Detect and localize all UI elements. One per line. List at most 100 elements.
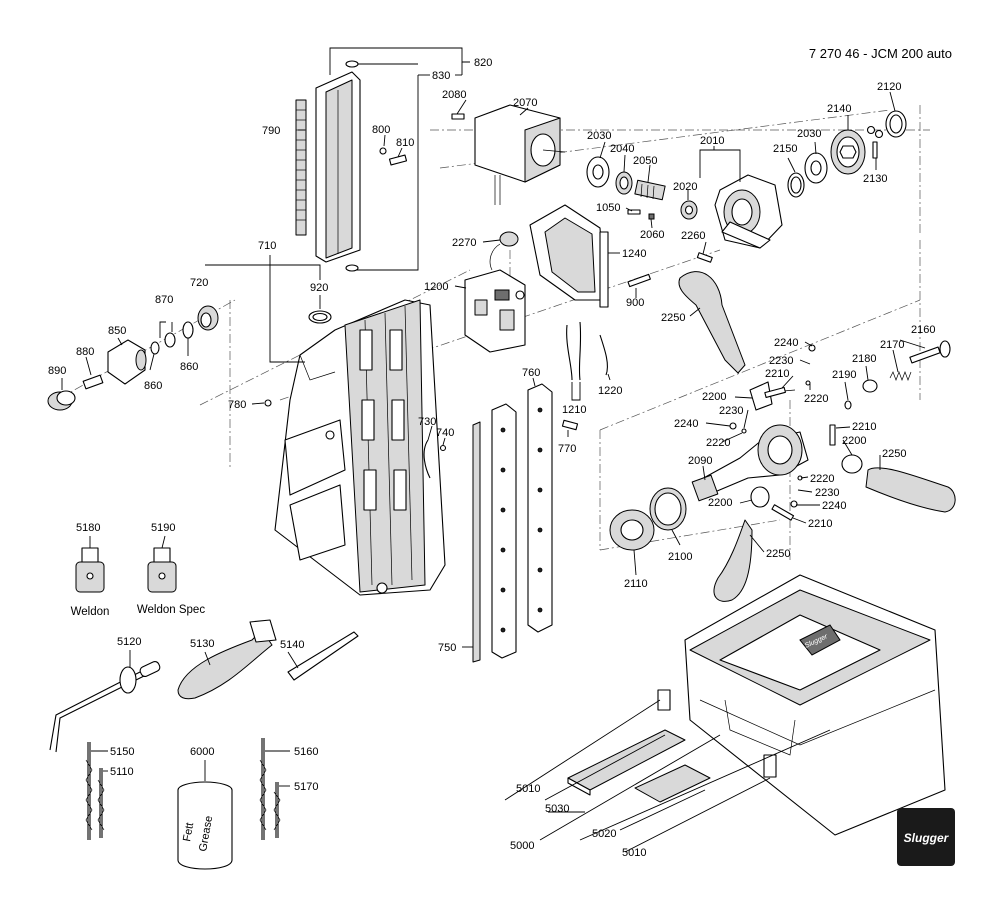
label-1050: 1050 [596,202,620,214]
seal-2110 [609,509,655,551]
cable-clip-730 [423,439,447,479]
label-5010-a: 5010 [516,783,540,795]
label-1200: 1200 [424,281,448,293]
safety-strap-5130 [177,619,277,700]
knob-890 [47,390,76,411]
pin-2260 [696,252,713,263]
label-5130: 5130 [190,638,214,650]
gear-rack-790 [295,99,307,236]
label-920: 920 [310,282,328,294]
case-leaders [504,699,831,853]
screw-780 [264,399,272,407]
key-2060 [648,213,655,220]
label-710: 710 [258,240,276,252]
label-2270: 2270 [452,237,476,249]
cables-1210 [566,321,582,381]
pin-2210-upper [764,386,786,399]
label-2240-c: 2240 [822,500,846,512]
bushing-720 [197,305,219,331]
label-2220-b: 2220 [706,437,730,449]
label-2100: 2100 [668,551,692,563]
screw-880 [82,374,104,390]
washers-860-870 [150,321,194,355]
pcb-1200 [464,269,526,353]
label-2240-b: 2240 [674,418,698,430]
latch-5010-right [763,754,777,778]
part-labels: 820 830 790 800 810 710 720 920 870 850 … [48,57,935,859]
bracket-820-830 [329,47,470,271]
bearing-2040 [615,171,633,195]
washer-2030b [804,152,828,184]
arbor-weldon-spec-5190 [147,547,177,593]
label-2140: 2140 [827,103,851,115]
leader-720 [205,264,321,280]
cable-1220 [599,334,609,376]
pinion-2050 [634,179,666,201]
label-2030-a: 2030 [587,130,611,142]
drill-bit-5150 [85,742,93,840]
label-1240: 1240 [622,248,646,260]
plunger-2160 [909,340,951,364]
label-880: 880 [76,346,94,358]
slugger-logo: Slugger [897,808,955,866]
label-2060: 2060 [640,229,664,241]
label-2230-c: 2230 [815,487,839,499]
ejector-pin-5120 [49,661,161,753]
label-5170: 5170 [294,781,318,793]
housing-1240 [529,204,609,308]
label-2050: 2050 [633,155,657,167]
hub-850 [107,339,147,385]
label-5000: 5000 [510,840,534,852]
label-740: 740 [436,427,454,439]
gear-2140 [830,129,866,175]
screw-810 [379,147,408,166]
ring-920 [308,310,332,324]
label-870: 870 [155,294,173,306]
label-2240-a: 2240 [774,337,798,349]
label-890: 890 [48,365,66,377]
label-2190: 2190 [832,369,856,381]
guide-rail-left [491,403,517,659]
label-5030: 5030 [545,803,569,815]
drill-stand-body-710 [274,299,446,596]
label-5150: 5150 [110,746,134,758]
label-2110: 2110 [624,578,648,590]
label-2260: 2260 [681,230,705,242]
label-2090: 2090 [688,455,712,467]
label-2020: 2020 [673,181,697,193]
guide-rail-760 [527,383,553,633]
label-2230-b: 2230 [719,405,743,417]
part-leaders [61,91,926,787]
spindle-hub-2090 [691,424,809,502]
label-2200-a: 2200 [702,391,726,403]
snap-ring-2150 [787,172,805,198]
label-2220-c: 2220 [810,473,834,485]
label-750: 750 [438,642,456,654]
label-770: 770 [558,443,576,455]
label-810: 810 [396,137,414,149]
pin-2210-right [829,424,836,446]
label-820: 820 [474,57,492,69]
label-2180: 2180 [852,353,876,365]
label-760: 760 [522,367,540,379]
bush-2180 [862,379,878,393]
label-2250-c: 2250 [766,548,790,560]
bracket-2010 [699,149,741,182]
ring-gear-2100 [649,487,687,531]
grease-can-6000: Fett Grease [177,781,233,870]
label-2170: 2170 [880,339,904,351]
label-800: 800 [372,124,390,136]
label-900: 900 [626,297,644,309]
label-1210: 1210 [562,404,586,416]
label-2250-a: 2250 [661,312,685,324]
label-5190: 5190 [151,522,175,534]
document-title: 7 270 46 - JCM 200 auto [809,46,952,61]
label-2150: 2150 [773,143,797,155]
handle-2250-lower [713,486,770,602]
label-2250-b: 2250 [882,448,906,460]
ring-2190 [844,400,852,410]
foam-insert-5030 [567,729,686,796]
weldon-spec-caption: Weldon Spec [137,604,205,616]
arbor-weldon-5180 [75,547,105,593]
